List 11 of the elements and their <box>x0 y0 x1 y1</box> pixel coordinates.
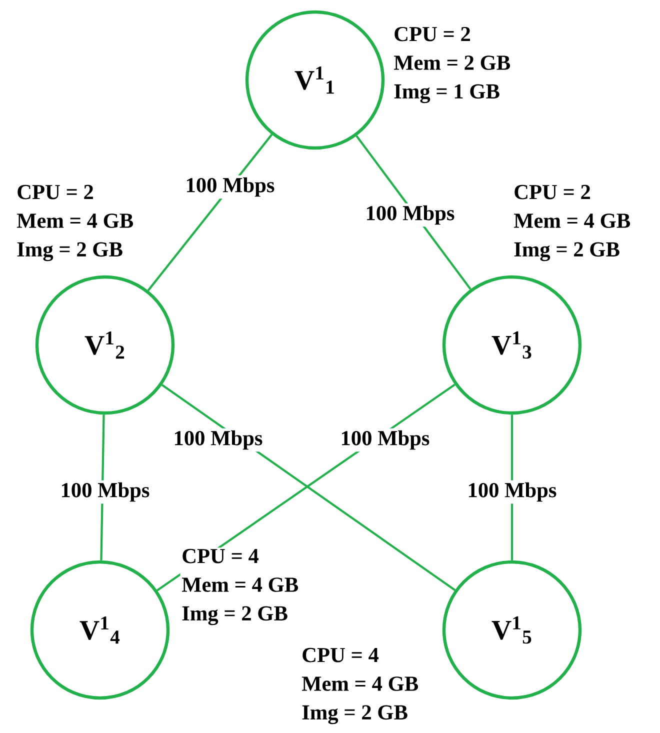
edge-label: 100 Mbps <box>338 428 432 452</box>
edge-label: 100 Mbps <box>58 480 152 504</box>
spec-text: CPU = 2 Mem = 4 GB Img = 2 GB <box>512 184 632 262</box>
spec-text: CPU = 4 Mem = 4 GB Img = 2 GB <box>300 646 420 726</box>
spec-text: CPU = 4 Mem = 4 GB Img = 2 GB <box>180 548 300 626</box>
edge-label: 100 Mbps <box>171 428 265 452</box>
edge-label: 100 Mbps <box>363 203 457 227</box>
spec-text: CPU = 2 Mem = 2 GB Img = 1 GB <box>392 26 512 104</box>
edge-label: 100 Mbps <box>183 175 277 199</box>
spec-text: CPU = 2 Mem = 4 GB Img = 2 GB <box>15 184 135 262</box>
edge-label: 100 Mbps <box>465 480 559 504</box>
